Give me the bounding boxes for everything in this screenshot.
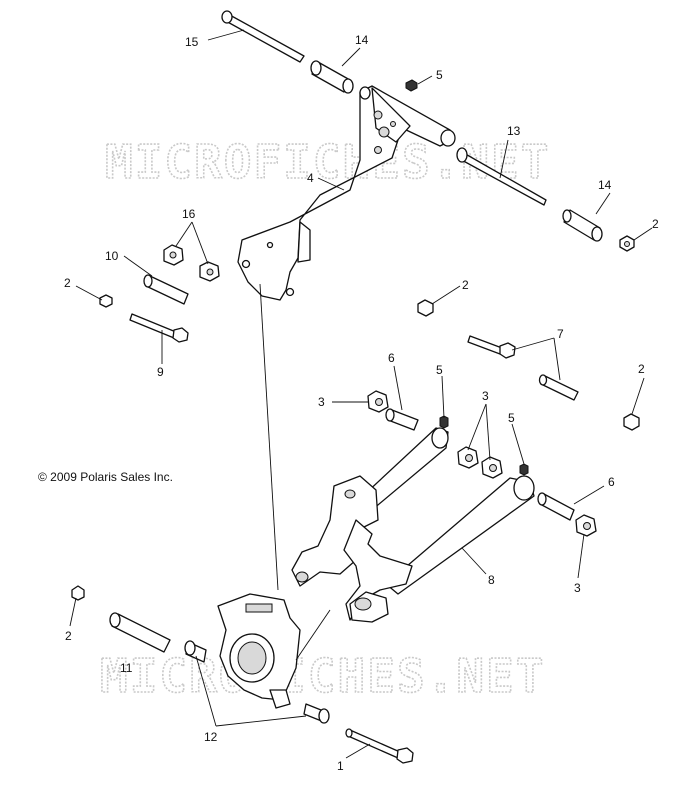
part-5-nut-top <box>405 79 418 92</box>
part-3-bushings-center <box>457 446 503 479</box>
callout-14-right: 14 <box>598 178 612 192</box>
part-4-frame-assembly <box>237 85 456 301</box>
callout-8: 8 <box>488 573 495 587</box>
callout-6-lower: 6 <box>608 475 615 489</box>
part-7-bolt-and-sleeve <box>467 335 579 401</box>
callout-14-top: 14 <box>355 33 369 47</box>
callout-3-right: 3 <box>574 581 581 595</box>
callout-3-left: 3 <box>318 395 325 409</box>
callout-2-left: 2 <box>64 276 71 290</box>
callout-16: 16 <box>182 207 196 221</box>
callout-15: 15 <box>185 35 199 49</box>
callout-2-lower-left: 2 <box>65 629 72 643</box>
callout-2-right-top: 2 <box>652 217 659 231</box>
alignment-line-right <box>295 609 331 661</box>
watermark-bottom: MICROFICHES.NET <box>100 649 545 703</box>
callout-6-upper: 6 <box>388 351 395 365</box>
part-13-pivot-pin <box>456 147 547 206</box>
callout-10: 10 <box>105 249 119 263</box>
alignment-line-left <box>259 283 279 591</box>
part-16-nuts <box>163 244 220 282</box>
part-2-nut-left <box>99 294 113 308</box>
watermark-top: MICROFICHES.NET <box>105 135 550 189</box>
part-14-bushing-top <box>310 60 354 94</box>
part-2-nut-right <box>623 413 640 431</box>
callout-5-lower: 5 <box>508 411 515 425</box>
part-2-nut-middle <box>417 299 434 317</box>
part-1-bolt <box>345 728 414 764</box>
bearing-carrier <box>217 593 301 709</box>
part-3-bushing-right <box>575 514 597 537</box>
callout-12: 12 <box>204 730 218 744</box>
callout-11: 11 <box>120 661 133 675</box>
copyright-notice: © 2009 Polaris Sales Inc. <box>38 470 173 484</box>
part-2-nut-lower-left <box>71 585 85 601</box>
callout-leaders <box>69 29 653 759</box>
callout-1: 1 <box>337 759 344 773</box>
part-2-nut-right-top <box>619 235 635 252</box>
part-14-bushing-right <box>562 209 603 242</box>
part-5-grease-fitting-lower <box>519 463 529 476</box>
part-9-bolt <box>129 313 189 343</box>
part-10-sleeve <box>143 274 189 305</box>
callout-2-middle: 2 <box>462 278 469 292</box>
part-6-sleeve-lower <box>537 492 575 521</box>
part-6-sleeve-upper <box>385 408 419 431</box>
part-15-pivot-pin <box>221 10 305 63</box>
callout-5-top: 5 <box>436 68 443 82</box>
callout-2-right: 2 <box>638 362 645 376</box>
part-12-bushings <box>184 640 330 724</box>
part-3-bushing-left <box>367 390 389 413</box>
callout-5-upper: 5 <box>436 363 443 377</box>
callout-13: 13 <box>507 124 521 138</box>
callout-3-center: 3 <box>482 389 489 403</box>
part-11-sleeve <box>109 612 171 653</box>
callout-9: 9 <box>157 365 164 379</box>
callout-labels: 15 14 5 13 4 14 2 16 10 2 2 9 7 6 5 3 2 … <box>64 33 659 773</box>
part-8-control-arm <box>291 427 535 623</box>
callout-4: 4 <box>307 171 314 185</box>
callout-7: 7 <box>557 327 564 341</box>
